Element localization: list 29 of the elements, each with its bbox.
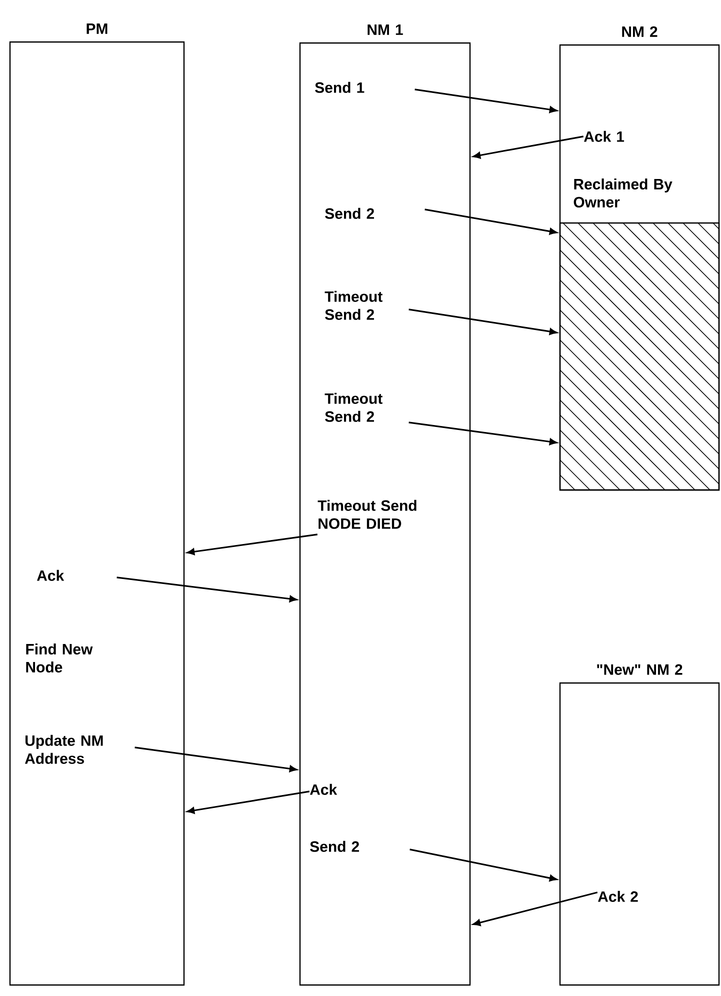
message-text: Ack <box>310 784 338 795</box>
arrow <box>116 576 298 602</box>
message-text: Ack 1 <box>584 130 624 142</box>
node-label: "New" NM 2 <box>597 664 682 675</box>
message-text: Update NM Address <box>24 734 103 764</box>
message-text: Send 2 <box>310 840 359 852</box>
node-label: PM <box>86 24 108 34</box>
node-label: NM 1 <box>368 24 403 35</box>
message-text: Timeout Send 2 <box>324 392 382 422</box>
message-text: Timeout Send 2 <box>324 290 382 320</box>
arrow <box>472 892 598 926</box>
arrow <box>186 790 310 814</box>
arrow <box>424 208 558 235</box>
arrow <box>472 136 584 159</box>
note-text: Reclaimed By Owner <box>574 178 672 208</box>
message-text: Send 1 <box>315 82 364 93</box>
arrow <box>408 308 558 335</box>
arrow <box>134 746 298 772</box>
arrow <box>414 88 558 113</box>
message-text: Timeout Send NODE DIED <box>318 500 416 529</box>
node-label: NM 2 <box>622 26 658 37</box>
arrow <box>186 534 318 556</box>
message-text: Send 2 <box>325 208 374 219</box>
hatched-region <box>559 222 720 491</box>
note-text: Find New Node <box>26 644 93 672</box>
arrow <box>410 848 558 882</box>
message-text: Ack 2 <box>598 890 638 902</box>
arrow <box>408 422 558 446</box>
message-text: Ack <box>36 570 64 581</box>
